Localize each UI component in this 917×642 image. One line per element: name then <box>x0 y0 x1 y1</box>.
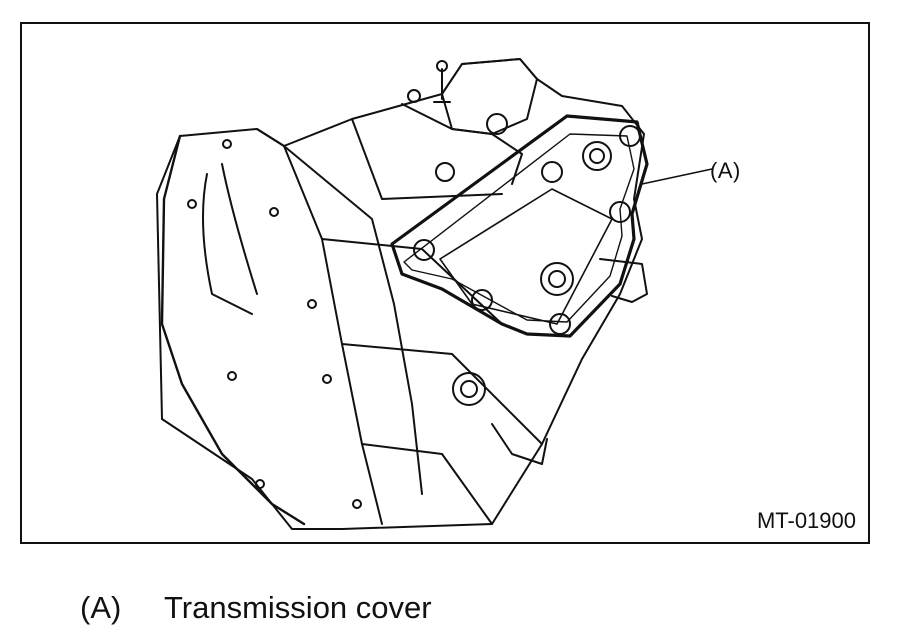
bell-housing-face <box>160 134 306 526</box>
figure-frame: (A) MT-01900 <box>20 22 870 544</box>
transmission-illustration <box>156 58 713 530</box>
legend-item-a: (A) Transmission cover <box>80 590 432 626</box>
bell-bolt-holes <box>187 139 362 509</box>
legend-text: Transmission cover <box>164 590 432 625</box>
center-boss <box>540 262 574 296</box>
output-flange <box>599 258 648 303</box>
legend-key: (A) <box>80 590 122 625</box>
upper-boss <box>582 141 612 171</box>
cover-bolts <box>413 125 641 335</box>
shift-housing <box>441 58 538 135</box>
callout-leader <box>641 168 713 185</box>
figure-code: MT-01900 <box>756 508 856 533</box>
transmission-cover <box>390 114 649 338</box>
housing-outline <box>156 58 645 530</box>
lower-boss <box>452 372 486 406</box>
callout-label-a: (A) <box>710 158 741 183</box>
